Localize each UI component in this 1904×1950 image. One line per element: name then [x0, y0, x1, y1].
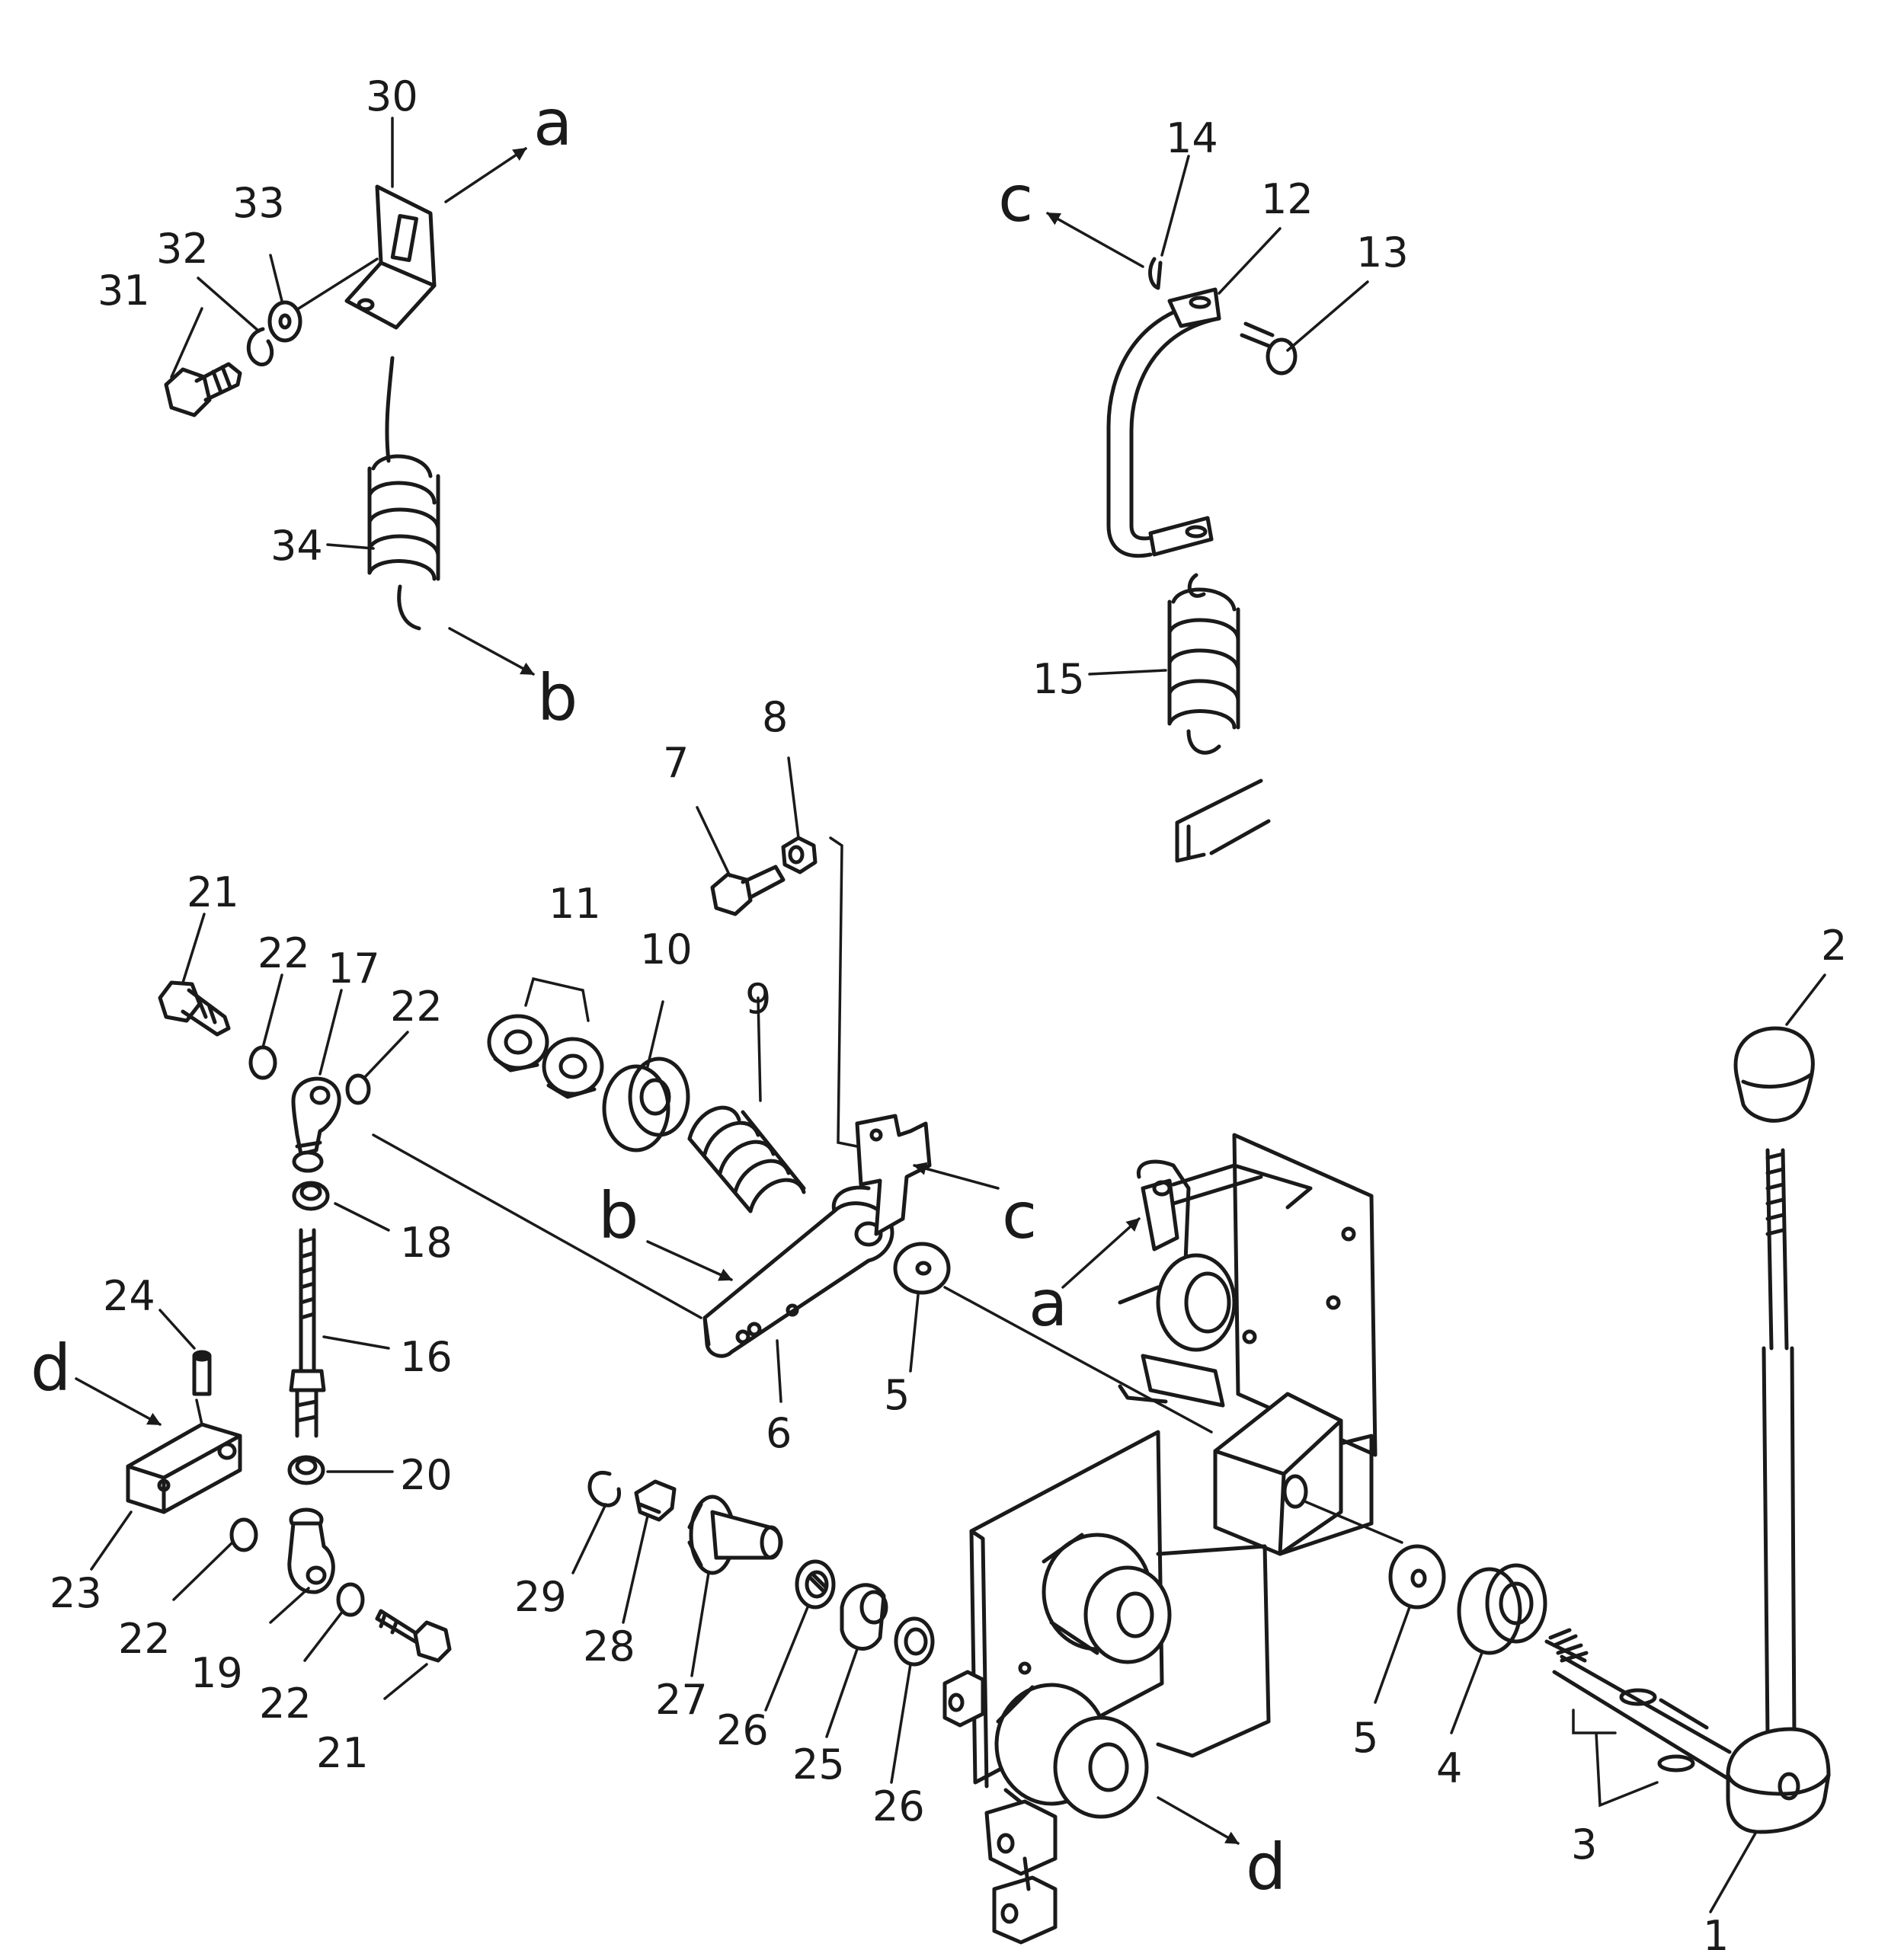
callout-9: 9 [745, 975, 771, 1023]
bolt-21-upper [158, 980, 231, 1037]
pins-3 [1572, 1688, 1695, 1808]
callout-13: 13 [1356, 229, 1409, 277]
callout-12: 12 [1261, 175, 1314, 223]
callout-numbers: 1 2 3 4 5 5 6 7 8 9 10 11 12 13 14 15 16… [50, 72, 1847, 1950]
callout-8: 8 [762, 693, 788, 741]
bolt-13 [1240, 321, 1298, 376]
bearing-26-a [795, 1559, 836, 1610]
callout-6: 6 [766, 1409, 792, 1457]
callout-5-lower: 5 [1352, 1714, 1378, 1762]
rod-16 [289, 1228, 326, 1438]
callout-28: 28 [583, 1622, 635, 1670]
callout-2: 2 [1821, 922, 1847, 970]
washer-33 [267, 300, 302, 343]
washer-22-b [345, 1073, 702, 1319]
knob-2 [1733, 1026, 1815, 1123]
callout-22-c: 22 [118, 1615, 171, 1663]
ref-b-top: b [537, 660, 578, 735]
nut-18 [292, 1181, 330, 1211]
housing-block [943, 1286, 1403, 1556]
washer-5-lower [1388, 1544, 1446, 1610]
callout-15: 15 [1032, 655, 1085, 703]
callout-29: 29 [514, 1573, 567, 1621]
washer-22-d [336, 1582, 365, 1617]
callout-26-b: 26 [872, 1782, 925, 1830]
ref-a-bottom: a [1029, 1266, 1067, 1341]
washer-22-c [229, 1517, 258, 1552]
ref-arrows [75, 147, 1240, 1845]
lever-6 [702, 1114, 932, 1358]
bushing-4 [1457, 1563, 1547, 1655]
spring-15 [1167, 573, 1240, 755]
nut-8 [781, 836, 859, 1148]
bolt-31 [164, 362, 242, 417]
ref-d-bottom: d [1246, 1830, 1286, 1904]
collar-10 [602, 1057, 690, 1152]
callout-16: 16 [400, 1333, 453, 1381]
callout-14: 14 [1166, 114, 1218, 162]
pin-14 [1148, 257, 1163, 290]
snap-ring-29 [587, 1470, 622, 1507]
callout-11: 11 [549, 880, 601, 928]
callout-20: 20 [400, 1451, 453, 1499]
callout-33: 33 [232, 179, 285, 227]
spring-34 [367, 356, 440, 631]
callout-4: 4 [1436, 1744, 1462, 1792]
bushing-25 [840, 1583, 888, 1651]
callout-22-b: 22 [390, 983, 443, 1031]
callout-7: 7 [663, 739, 689, 787]
bushings-11 [487, 977, 604, 1099]
housing-upper-bracket [1118, 1133, 1378, 1457]
block-23 [126, 1399, 242, 1514]
ref-c-bottom: c [1002, 1178, 1037, 1253]
callout-leaders [90, 117, 1826, 1913]
pin-24 [192, 1350, 212, 1396]
callout-10: 10 [640, 925, 693, 973]
callout-30: 30 [366, 72, 418, 120]
spring-9 [687, 1105, 806, 1213]
callout-1: 1 [1703, 1912, 1729, 1950]
washer-22-a [248, 1045, 277, 1080]
callout-32: 32 [156, 225, 209, 273]
callout-5-upper: 5 [884, 1371, 910, 1419]
ref-c-top: c [998, 161, 1033, 236]
callout-18: 18 [400, 1219, 453, 1267]
lock-washer-32 [246, 327, 274, 366]
bolt-7 [710, 865, 786, 916]
bolt-21-lower [375, 1609, 452, 1663]
callout-25: 25 [792, 1741, 845, 1789]
housing-lower-plate [942, 1430, 1271, 1945]
callout-22-a: 22 [258, 929, 310, 977]
ref-a-top: a [533, 85, 572, 160]
bearing-26-b [894, 1616, 935, 1667]
callout-22-d: 22 [259, 1680, 312, 1728]
callout-23: 23 [50, 1569, 102, 1617]
key-28 [634, 1479, 677, 1522]
callout-26-a: 26 [716, 1706, 769, 1754]
rod-end-17 [291, 1076, 341, 1173]
handle-12 [1106, 287, 1221, 558]
callout-24: 24 [103, 1272, 155, 1320]
frame-edge-15 [1175, 778, 1271, 863]
rod-end-19 [287, 1507, 335, 1594]
bracket-30 [297, 184, 437, 330]
callout-21-upper: 21 [187, 868, 239, 916]
nut-20 [287, 1455, 325, 1485]
ref-b-bottom: b [598, 1178, 638, 1253]
callout-17: 17 [328, 945, 380, 993]
callout-27: 27 [655, 1676, 708, 1724]
callout-19: 19 [190, 1649, 243, 1697]
callout-21-lower: 21 [316, 1729, 369, 1777]
lever-1 [1544, 1148, 1831, 1834]
washer-5-upper [893, 1242, 951, 1295]
shaft-27 [687, 1494, 783, 1575]
callout-31: 31 [98, 267, 150, 315]
ref-d-left: d [30, 1331, 71, 1405]
callout-34: 34 [270, 522, 323, 570]
callout-3: 3 [1571, 1821, 1597, 1868]
reference-letters: a b c b c a d d [30, 85, 1286, 1904]
